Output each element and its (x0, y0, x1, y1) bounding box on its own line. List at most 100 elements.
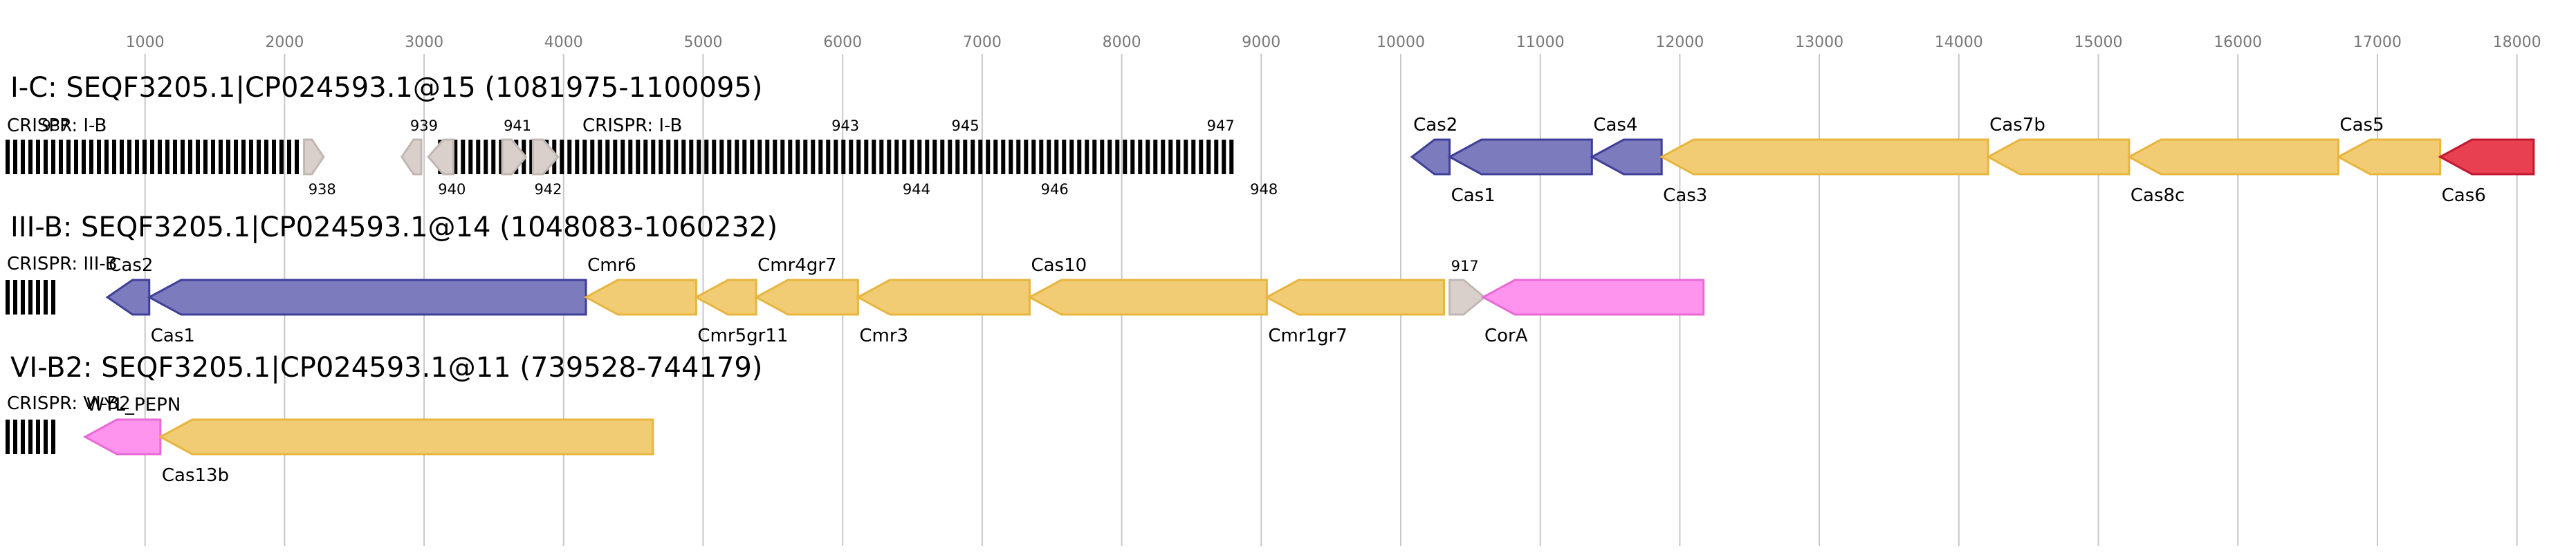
crispr-repeat (1138, 140, 1143, 174)
crispr-repeat (499, 140, 504, 174)
gene-label: Cmr4gr7 (757, 255, 836, 276)
crispr-repeat (613, 140, 618, 174)
spacer-labels: 917 (1451, 258, 1479, 274)
crispr-repeat (620, 140, 625, 174)
crispr-repeat (44, 140, 48, 174)
spacer-index-label: 943 (831, 118, 859, 134)
crispr-repeat (287, 140, 291, 174)
crispr-repeat (272, 140, 276, 174)
crispr-repeat (6, 280, 10, 315)
crispr-repeat (1214, 140, 1219, 174)
crispr-repeat (44, 420, 48, 454)
crispr-repeat (249, 140, 253, 174)
crispr-repeat (841, 140, 846, 174)
spacer-index-label: 939 (410, 118, 438, 134)
crispr-repeat (1016, 140, 1021, 174)
crispr-repeat (879, 140, 884, 174)
crispr-repeat (1085, 140, 1089, 174)
crispr-repeat (1168, 140, 1173, 174)
axis-tick-label: 11000 (1516, 34, 1565, 51)
gene-arrow-cas3 (1659, 138, 1989, 176)
gene-label: Cas2 (109, 255, 153, 276)
spacer-index-label: 947 (1207, 118, 1235, 134)
gene-label: Cas1 (1451, 185, 1496, 206)
crispr-repeat (173, 140, 177, 174)
crispr-repeat (28, 280, 33, 315)
crispr-repeat (120, 140, 124, 174)
crispr-repeat (689, 140, 694, 174)
crispr-array-label: CRISPR: III-B (7, 254, 118, 274)
crispr-repeat (575, 140, 580, 174)
axis-tick-label: 14000 (1935, 34, 1983, 51)
gene-arrow-unlabeled (501, 138, 528, 176)
crispr-repeat (636, 140, 641, 174)
crispr-repeat (211, 140, 215, 174)
crispr-repeat (257, 140, 261, 174)
crispr-repeat (51, 140, 55, 174)
crispr-repeat (241, 140, 246, 174)
gene-label: Cas5 (2339, 115, 2384, 135)
gene-label: Cas8c (2131, 185, 2184, 206)
crispr-repeat (59, 140, 63, 174)
gene-arrow-cas2 (105, 279, 151, 316)
crispr-repeat (917, 140, 922, 174)
crispr-repeat (598, 140, 602, 174)
axis-tick-label: 9000 (1242, 34, 1280, 51)
crispr-repeat (1153, 140, 1158, 174)
axis-tick-label: 2000 (265, 34, 304, 51)
crispr-repeat (788, 140, 793, 174)
gene-arrow-cmr6 (583, 279, 697, 316)
crispr-repeat (66, 140, 71, 174)
gene-label: Cas7b (1989, 115, 2045, 135)
gene-arrow-cmr3 (856, 279, 1031, 316)
crispr-repeat (925, 140, 930, 174)
axis-tick-label: 18000 (2493, 34, 2541, 51)
crispr-repeat (887, 140, 892, 174)
spacer-index-label: 942 (534, 181, 562, 198)
crispr-repeat (13, 140, 17, 174)
crispr-repeat (795, 140, 800, 174)
crispr-repeat (955, 140, 960, 174)
crispr-repeat (1100, 140, 1105, 174)
crispr-repeat (681, 140, 686, 174)
gene-arrow-cas1 (1447, 138, 1593, 176)
crispr-repeat (112, 140, 116, 174)
track-title: VI-B2: SEQF3205.1|CP024593.1@11 (739528-… (10, 352, 762, 384)
crispr-array-label: CRISPR: I-B (7, 115, 107, 136)
gene-arrow-cas13b (158, 418, 654, 456)
crispr-repeat (582, 140, 587, 174)
gene-arrow-cas5 (2336, 138, 2442, 176)
crispr-array-label: CRISPR: VI-B2 (7, 393, 131, 414)
gene-arrow-cmr1gr7 (1264, 279, 1446, 316)
crispr-repeat (651, 140, 656, 174)
crispr-repeat (1146, 140, 1150, 174)
crispr-repeat (158, 140, 162, 174)
crispr-repeat (150, 140, 154, 174)
crispr-repeat (560, 140, 564, 174)
crispr-repeat (1191, 140, 1196, 174)
crispr-repeat (719, 140, 724, 174)
crispr-repeat (28, 420, 33, 454)
crispr-repeat (978, 140, 983, 174)
gene-arrow-cmr5gr11 (694, 279, 757, 316)
gene-arrow-cas10 (1027, 279, 1268, 316)
crispr-repeat (742, 140, 747, 174)
crispr-repeat (491, 140, 496, 174)
crispr-repeat (264, 140, 268, 174)
gene-arrow-cas8c (2126, 138, 2339, 176)
crispr-repeat (476, 140, 481, 174)
gene-arrow-wyl_pepn (82, 418, 162, 456)
crispr-repeat (894, 140, 899, 174)
crispr-repeat (226, 140, 230, 174)
spacer-index-label: 946 (1041, 181, 1069, 198)
crispr-repeat (1115, 140, 1120, 174)
crispr-repeat (1031, 140, 1036, 174)
track-title: III-B: SEQF3205.1|CP024593.1@14 (1048083… (10, 212, 778, 243)
crispr-repeat (856, 140, 861, 174)
crispr-repeat (659, 140, 663, 174)
gene-label: Cmr3 (859, 326, 908, 346)
crispr-repeat (757, 140, 762, 174)
spacer-index-label: 938 (309, 181, 336, 198)
gene-arrow-cas2 (1410, 138, 1451, 176)
